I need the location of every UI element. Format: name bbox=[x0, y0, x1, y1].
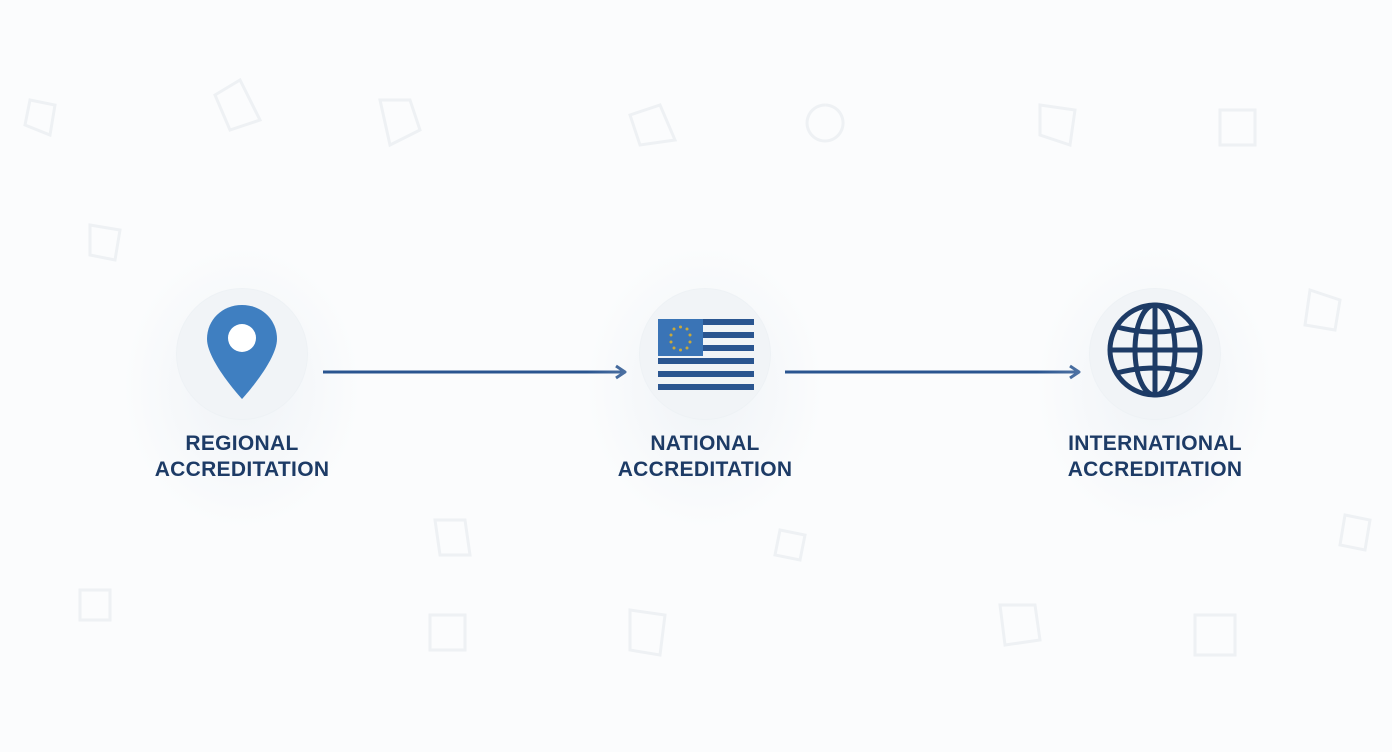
stage-label: INTERNATIONAL ACCREDITATION bbox=[1035, 431, 1275, 483]
stage-label-line2: ACCREDITATION bbox=[1067, 458, 1243, 481]
stage-label-line1: NATIONAL bbox=[650, 432, 760, 455]
globe-icon bbox=[1107, 302, 1203, 398]
flag-icon bbox=[658, 319, 754, 390]
stage-label: REGIONAL ACCREDITATION bbox=[122, 431, 362, 483]
map-pin-icon bbox=[207, 305, 277, 399]
stage-national: NATIONAL ACCREDITATION bbox=[585, 0, 825, 752]
stage-label-line1: INTERNATIONAL bbox=[1068, 432, 1242, 455]
icon-circle bbox=[1090, 289, 1220, 419]
stage-label-line2: ACCREDITATION bbox=[617, 458, 793, 481]
stage-label-line1: REGIONAL bbox=[185, 432, 299, 455]
icon-circle bbox=[177, 289, 307, 419]
stage-regional: REGIONAL ACCREDITATION bbox=[122, 0, 362, 752]
icon-circle bbox=[640, 289, 770, 419]
stage-label-line2: ACCREDITATION bbox=[154, 458, 330, 481]
stage-label: NATIONAL ACCREDITATION bbox=[585, 431, 825, 483]
stage-international: INTERNATIONAL ACCREDITATION bbox=[1035, 0, 1275, 752]
